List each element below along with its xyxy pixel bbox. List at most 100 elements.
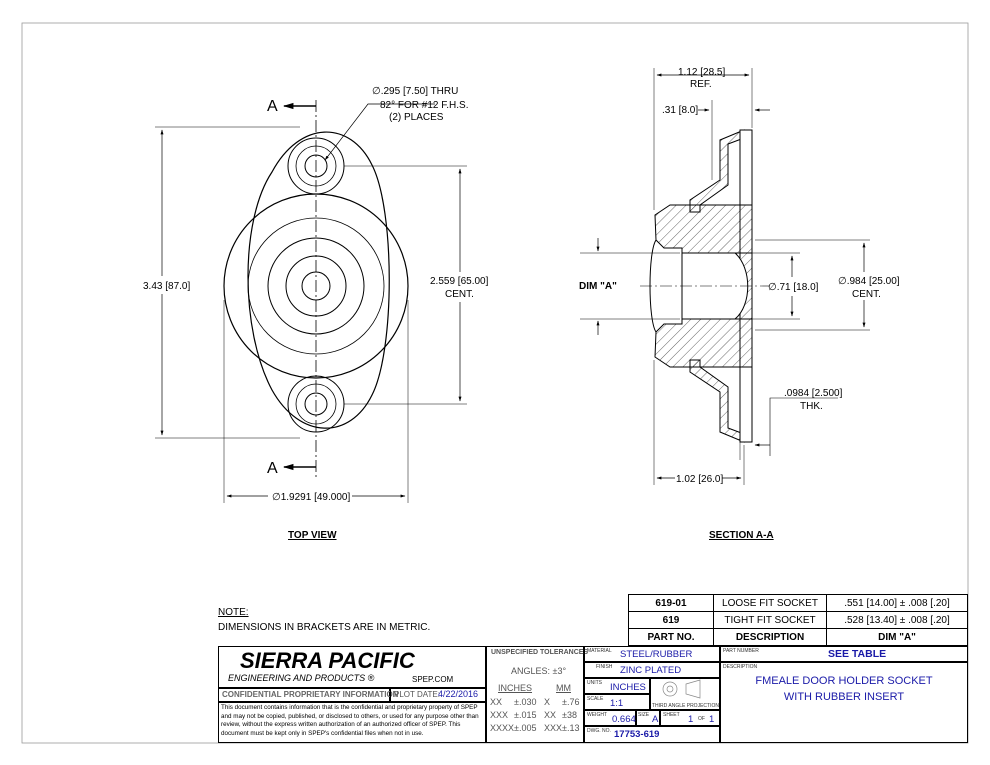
projection-box	[650, 678, 720, 710]
section-marker-top: A	[267, 98, 278, 115]
note-text: DIMENSIONS IN BRACKETS ARE IN METRIC.	[218, 622, 431, 633]
part-number-value: SEE TABLE	[828, 648, 887, 660]
description-line-1: FMEALE DOOR HOLDER SOCKET	[755, 675, 933, 687]
table-row: 619 TIGHT FIT SOCKET .528 [13.40] ± .008…	[628, 611, 968, 629]
units-value: INCHES	[610, 682, 646, 693]
of-label: OF	[698, 716, 705, 722]
dwg-label: DWG. NO.	[587, 728, 611, 734]
confidential-text-box	[218, 702, 486, 743]
confidential-text: This document contains information that …	[221, 704, 479, 737]
description-label: DESCRIPTION	[723, 664, 758, 670]
tol-in-val: ±.015	[514, 710, 537, 720]
part-number-label: PART NUMBER	[723, 648, 759, 654]
scale-value: 1:1	[610, 698, 624, 709]
material-value: STEEL/RUBBER	[620, 649, 693, 660]
tol-in-val: ±.005	[514, 723, 537, 733]
lower-flange	[689, 359, 745, 443]
finish-label: FINISH	[596, 664, 613, 670]
tol-mm-val: ±38	[562, 710, 577, 720]
part-cell: 619	[628, 611, 714, 629]
upper-flange	[689, 129, 745, 213]
scale-label: SCALE	[587, 696, 604, 702]
size-value: A	[652, 714, 659, 725]
sheet-total: 1	[709, 714, 715, 725]
overall-height-dim: 3.43 [87.0]	[143, 281, 190, 292]
width-ref-text: REF.	[690, 79, 712, 90]
base-width-text: 1.02 [26.0]	[676, 474, 723, 485]
boss-circle	[267, 237, 365, 335]
tol-in-val: ±.030	[514, 697, 537, 707]
material-box	[584, 646, 720, 662]
size-label: SIZE	[638, 712, 650, 718]
note-heading: NOTE:	[218, 607, 249, 618]
tol-mm-fmt: XXX	[544, 723, 563, 733]
mm-label: MM	[556, 683, 571, 693]
flange-depth-text: .31 [8.0]	[662, 105, 698, 116]
bore-dia-text: ∅.71 [18.0]	[768, 282, 819, 293]
dwg-value: 17753-619	[614, 729, 660, 740]
part-cell: 619-01	[628, 594, 714, 612]
ring-circle	[247, 217, 385, 355]
company-website: SPEP.COM	[412, 675, 454, 684]
table-row: 619-01 LOOSE FIT SOCKET .551 [14.00] ± .…	[628, 594, 968, 612]
tol-mm-val: ±.13	[562, 723, 580, 733]
units-box	[584, 678, 650, 694]
material-label: MATERIAL	[587, 648, 612, 654]
tol-mm-fmt: X	[544, 697, 551, 707]
section-marker-bottom: A	[267, 460, 278, 477]
dim-header: DIM "A"	[826, 628, 968, 646]
sheet-label: SHEET	[663, 712, 680, 718]
dim-cell: .528 [13.40] ± .008 [.20]	[826, 611, 968, 629]
hole-callout-2: 82° FOR #12 F.H.S.	[380, 100, 468, 111]
hole-spacing-dim: 2.559 [65.00]	[430, 276, 489, 287]
weight-box	[584, 710, 636, 726]
company-name: SIERRA PACIFIC	[240, 648, 415, 673]
description-cell: LOOSE FIT SOCKET	[713, 594, 827, 612]
size-box	[636, 710, 660, 726]
plot-date-box	[390, 688, 486, 702]
outer-dia-cent: CENT.	[852, 289, 881, 300]
hole-callout-3: (2) PLACES	[389, 112, 444, 123]
outer-dia-text: ∅.984 [25.00]	[838, 276, 900, 287]
weight-label: WEIGHT	[587, 712, 607, 718]
confidential-heading: CONFIDENTIAL PROPRIETARY INFORMATION	[222, 690, 399, 699]
company-box	[218, 646, 486, 688]
part-number-box	[720, 646, 968, 662]
description-header: DESCRIPTION	[713, 628, 827, 646]
tol-mm-fmt: XX	[544, 710, 557, 720]
description-cell: TIGHT FIT SOCKET	[713, 611, 827, 629]
scale-box	[584, 694, 650, 710]
angles: ANGLES: ±3°	[511, 666, 567, 676]
socket-body-upper	[654, 204, 753, 254]
thickness-text: .0984 [2.500]	[784, 388, 843, 399]
plot-date-value: 4/22/2016	[438, 689, 479, 699]
part-header: PART NO.	[628, 628, 714, 646]
units-label: UNITS	[587, 680, 602, 686]
tol-in-fmt: XXX	[490, 710, 509, 720]
flange-outline	[247, 131, 390, 429]
diameter-dim: ∅1.9291 [49.000]	[272, 492, 350, 503]
section-view-title: SECTION A-A	[709, 530, 774, 541]
company-sub: ENGINEERING AND PRODUCTS ®	[228, 673, 375, 683]
hole-callout-1: ∅.295 [7.50] THRU	[372, 86, 458, 97]
sheet-box	[660, 710, 720, 726]
dim-a-label: DIM "A"	[579, 281, 617, 292]
thickness-thk: THK.	[800, 401, 823, 412]
top-view	[155, 100, 467, 503]
dim-cell: .551 [14.00] ± .008 [.20]	[826, 594, 968, 612]
tolerances-box	[486, 646, 584, 743]
hole-spacing-cent: CENT.	[445, 289, 474, 300]
table-header-row: PART NO. DESCRIPTION DIM "A"	[628, 628, 968, 646]
finish-value: ZINC PLATED	[620, 665, 682, 676]
top-view-title: TOP VIEW	[288, 530, 337, 541]
dwg-box	[584, 726, 720, 743]
tol-in-fmt: XXXX	[490, 723, 515, 733]
weight-value: 0.664	[612, 714, 636, 725]
projection-label: THIRD ANGLE PROJECTION	[652, 703, 719, 709]
plot-date-label: PLOT DATE:	[394, 690, 440, 699]
part-table: 619-01 LOOSE FIT SOCKET .551 [14.00] ± .…	[628, 594, 968, 646]
tolerances-heading: UNSPECIFIED TOLERANCES	[491, 649, 589, 656]
width-dim-text: 1.12 [28.5]	[678, 67, 725, 78]
third-angle-projection-icon	[662, 679, 701, 699]
hole-leader	[324, 103, 435, 161]
